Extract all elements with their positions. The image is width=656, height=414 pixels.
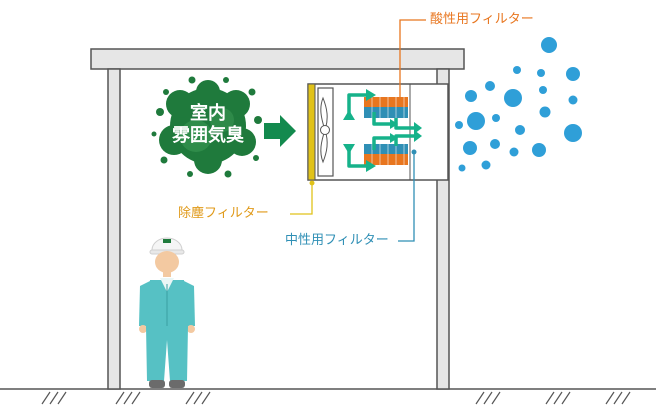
leader-lines (290, 19, 426, 242)
building-frame (90, 48, 465, 390)
acid-filter-label: 酸性用フィルター (430, 12, 534, 27)
ground (0, 388, 656, 405)
neutral-filter (364, 144, 408, 165)
odor-label-line2: 雰囲気臭 (172, 125, 244, 146)
dust-filter-label: 除塵フィルター (178, 206, 269, 221)
odor-cloud (151, 76, 262, 178)
neutral-filter-label: 中性用フィルター (285, 233, 389, 248)
odor-label: 室内 雰囲気臭 (166, 103, 250, 147)
odor-label-line1: 室内 (190, 103, 226, 124)
acid-filter (364, 97, 408, 118)
airflow-arrow-icon (264, 115, 296, 147)
air-purifier-unit (307, 83, 449, 181)
worker-figure (139, 237, 195, 388)
clean-air-molecules (455, 37, 582, 172)
fan-icon (320, 96, 330, 164)
